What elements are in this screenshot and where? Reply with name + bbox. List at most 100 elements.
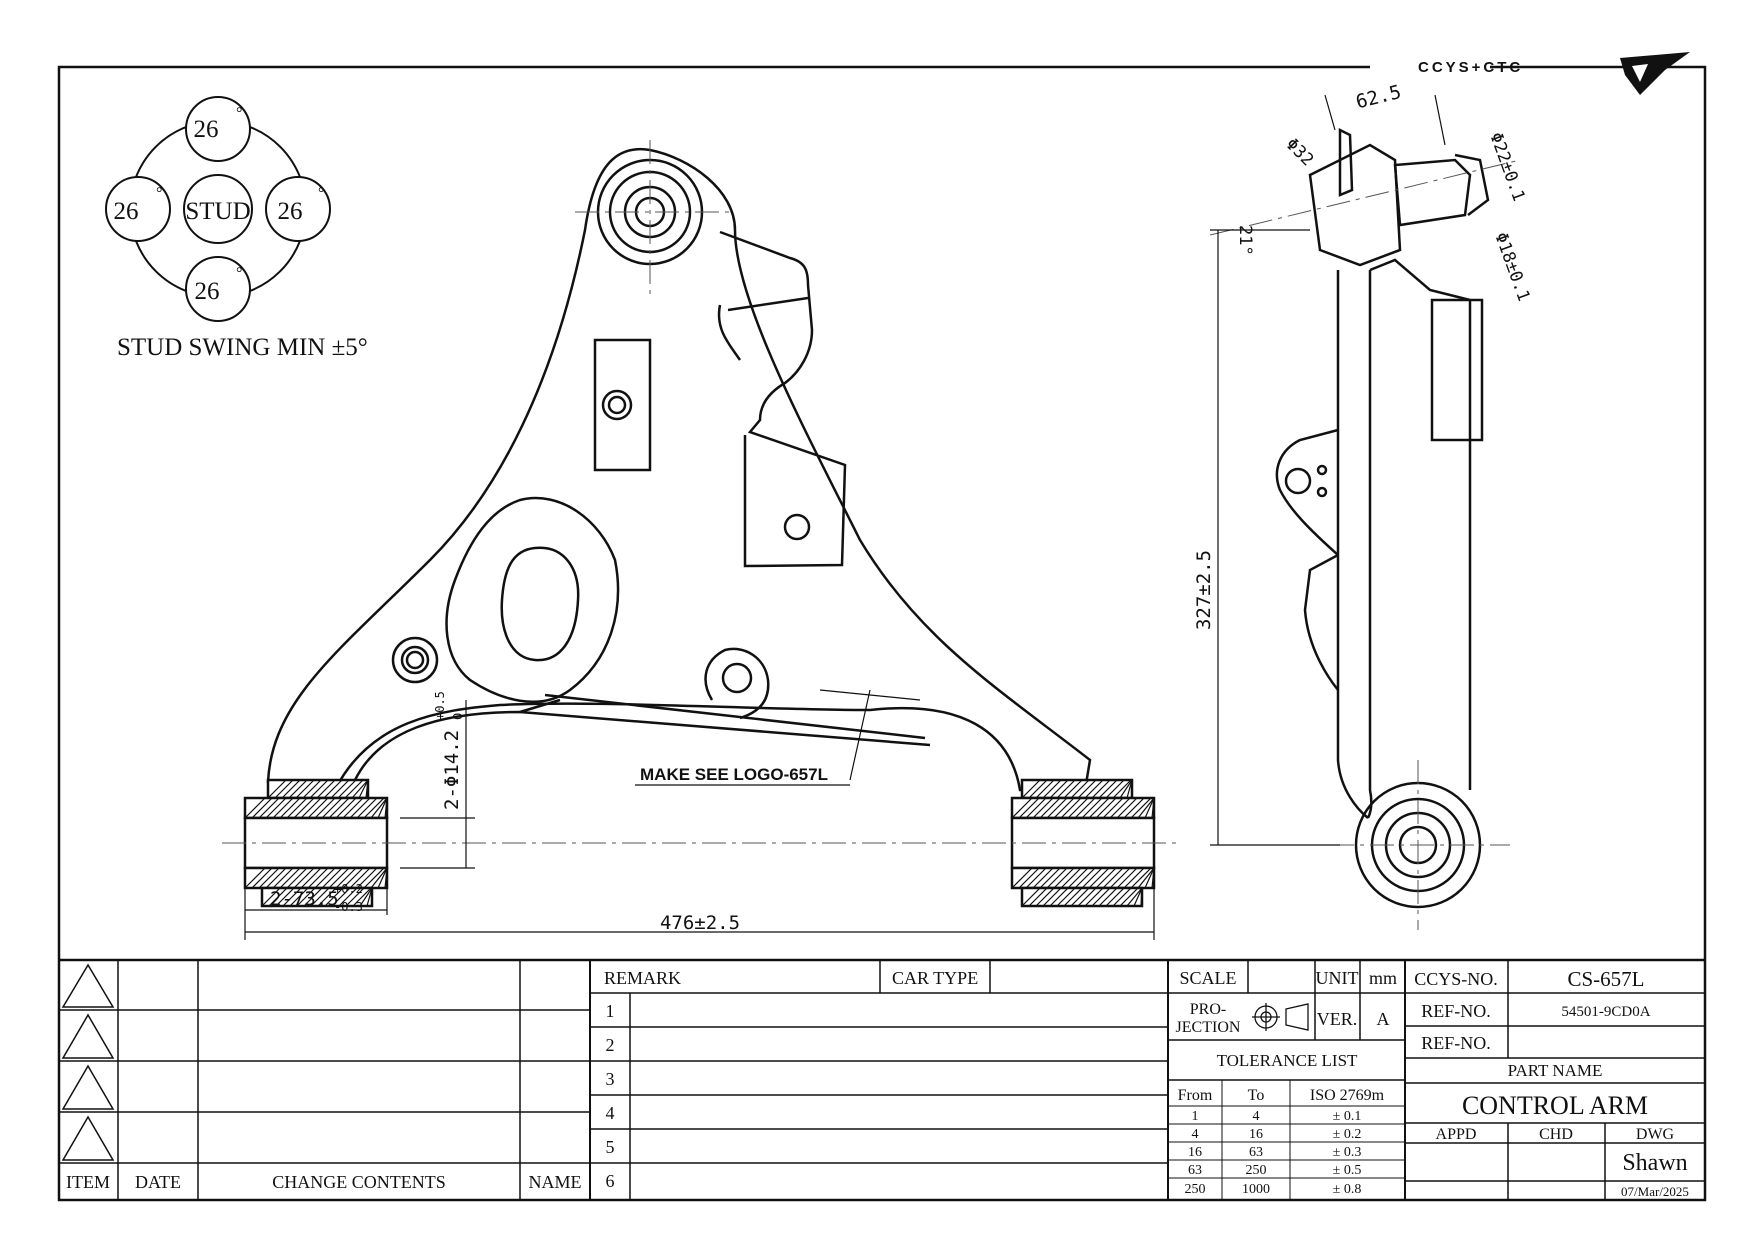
hatch-line bbox=[1046, 867, 1068, 889]
hatch-line bbox=[310, 887, 330, 907]
hatch-line bbox=[251, 867, 273, 889]
hatch-line bbox=[1144, 867, 1155, 889]
hatch-line bbox=[1025, 797, 1047, 819]
hatch-line bbox=[272, 797, 294, 819]
stud-label: STUD bbox=[185, 198, 250, 225]
stud-angle-right: 26 bbox=[278, 198, 303, 225]
hatch-line bbox=[1011, 797, 1033, 819]
hatch-line bbox=[1116, 867, 1138, 889]
hatch-line bbox=[272, 867, 294, 889]
hatch-line bbox=[328, 797, 350, 819]
hatch-line bbox=[286, 867, 308, 889]
tol-row-2-from: 4 bbox=[1192, 1127, 1199, 1142]
hatch-line bbox=[1116, 797, 1138, 819]
hatch-line bbox=[1109, 797, 1131, 819]
hatch-line bbox=[335, 797, 357, 819]
dim-bushing-length: 2-73.5 bbox=[270, 888, 339, 910]
front-view bbox=[243, 147, 1156, 908]
hatch-line bbox=[1088, 797, 1110, 819]
tol-row-4-from: 63 bbox=[1188, 1163, 1202, 1178]
hatch-line bbox=[1140, 887, 1143, 907]
hatch-line bbox=[1112, 887, 1132, 907]
hatch-line bbox=[1077, 779, 1097, 799]
tol-row-1-value: ± 0.1 bbox=[1333, 1109, 1362, 1124]
hatch-line bbox=[1032, 867, 1054, 889]
hatch-line bbox=[1151, 867, 1155, 889]
degree-symbol-right: ° bbox=[318, 185, 324, 202]
dim-stud-tip: Φ18±0.1 bbox=[1490, 230, 1533, 304]
remark-row-4: 4 bbox=[606, 1103, 615, 1123]
hatch-line bbox=[331, 887, 351, 907]
hatch-line bbox=[258, 867, 280, 889]
hatch-line bbox=[1144, 797, 1155, 819]
remark-label: REMARK bbox=[604, 968, 681, 988]
dwg-label: DWG bbox=[1636, 1126, 1675, 1143]
hatch-line bbox=[321, 867, 343, 889]
hatch-line bbox=[244, 797, 266, 819]
unit-value: mm bbox=[1369, 968, 1397, 988]
scale-label: SCALE bbox=[1179, 968, 1236, 988]
tol-row-5-from: 250 bbox=[1185, 1182, 1206, 1197]
hatch-line bbox=[377, 797, 388, 819]
brand-name: CCYS+CTC bbox=[1418, 59, 1523, 76]
hatch-line bbox=[279, 867, 301, 889]
hatch-line bbox=[1056, 779, 1076, 799]
hatch-line bbox=[1130, 867, 1152, 889]
hatch-line bbox=[323, 779, 343, 799]
hatch-line bbox=[1105, 779, 1125, 799]
front-view-centerlines bbox=[222, 140, 1180, 844]
header-date: DATE bbox=[135, 1172, 181, 1192]
hatch-line bbox=[324, 887, 344, 907]
ref-no-value-1: 54501-9CD0A bbox=[1561, 1004, 1650, 1020]
arm-outline bbox=[266, 147, 1092, 792]
hatch-line bbox=[275, 887, 295, 907]
header-item: ITEM bbox=[66, 1172, 110, 1192]
hatch-line bbox=[1074, 867, 1096, 889]
hatch-line bbox=[1042, 887, 1062, 907]
bushing-hatch bbox=[244, 779, 1155, 907]
hatch-line bbox=[1046, 797, 1068, 819]
hatch-line bbox=[268, 887, 288, 907]
tol-row-3-to: 63 bbox=[1249, 1145, 1263, 1160]
tol-row-4-value: ± 0.5 bbox=[1333, 1163, 1362, 1178]
hatch-line bbox=[244, 867, 266, 889]
dwg-date: 07/Mar/2025 bbox=[1621, 1184, 1689, 1199]
hatch-line bbox=[1056, 887, 1076, 907]
hatch-line bbox=[328, 867, 350, 889]
drawing-border bbox=[57, 65, 1707, 1202]
logo-note: MAKE SEE LOGO-657L bbox=[640, 765, 828, 784]
stud-swing-caption: STUD SWING MIN ±5° bbox=[117, 334, 368, 361]
remark-row-3: 3 bbox=[606, 1069, 615, 1089]
brand-logo: CCYS+CTC bbox=[1370, 52, 1690, 95]
projection-label-1: PRO- bbox=[1190, 1001, 1226, 1018]
dim-overall-length: 476±2.5 bbox=[660, 912, 740, 934]
hatch-line bbox=[344, 779, 364, 799]
hatch-line bbox=[335, 867, 357, 889]
hatch-line bbox=[1028, 779, 1048, 799]
hatch-line bbox=[358, 779, 369, 799]
hatch-line bbox=[342, 867, 364, 889]
hatch-line bbox=[365, 779, 369, 799]
tol-row-1-to: 4 bbox=[1253, 1109, 1260, 1124]
tol-row-5-to: 1000 bbox=[1242, 1182, 1270, 1197]
hatch-line bbox=[1021, 887, 1041, 907]
hatch-line bbox=[307, 797, 329, 819]
projection-symbol-icon bbox=[1252, 1003, 1309, 1031]
hatch-line bbox=[309, 779, 329, 799]
unit-label: UNIT bbox=[1316, 968, 1359, 988]
hatch-line bbox=[1021, 779, 1041, 799]
projection-label-2: JECTION bbox=[1176, 1019, 1241, 1036]
hatch-line bbox=[1067, 797, 1089, 819]
hatch-line bbox=[1032, 797, 1054, 819]
hatch-line bbox=[286, 797, 308, 819]
remark-block bbox=[590, 960, 1169, 1200]
tol-row-5-value: ± 0.8 bbox=[1333, 1182, 1362, 1197]
hatch-line bbox=[1035, 779, 1055, 799]
hatch-line bbox=[1151, 797, 1155, 819]
dim-ball-diameter: Φ32 bbox=[1281, 134, 1317, 170]
stud-angle-bottom: 26 bbox=[195, 278, 220, 305]
hatch-line bbox=[293, 797, 315, 819]
hatch-line bbox=[349, 867, 371, 889]
hatch-line bbox=[370, 867, 388, 889]
